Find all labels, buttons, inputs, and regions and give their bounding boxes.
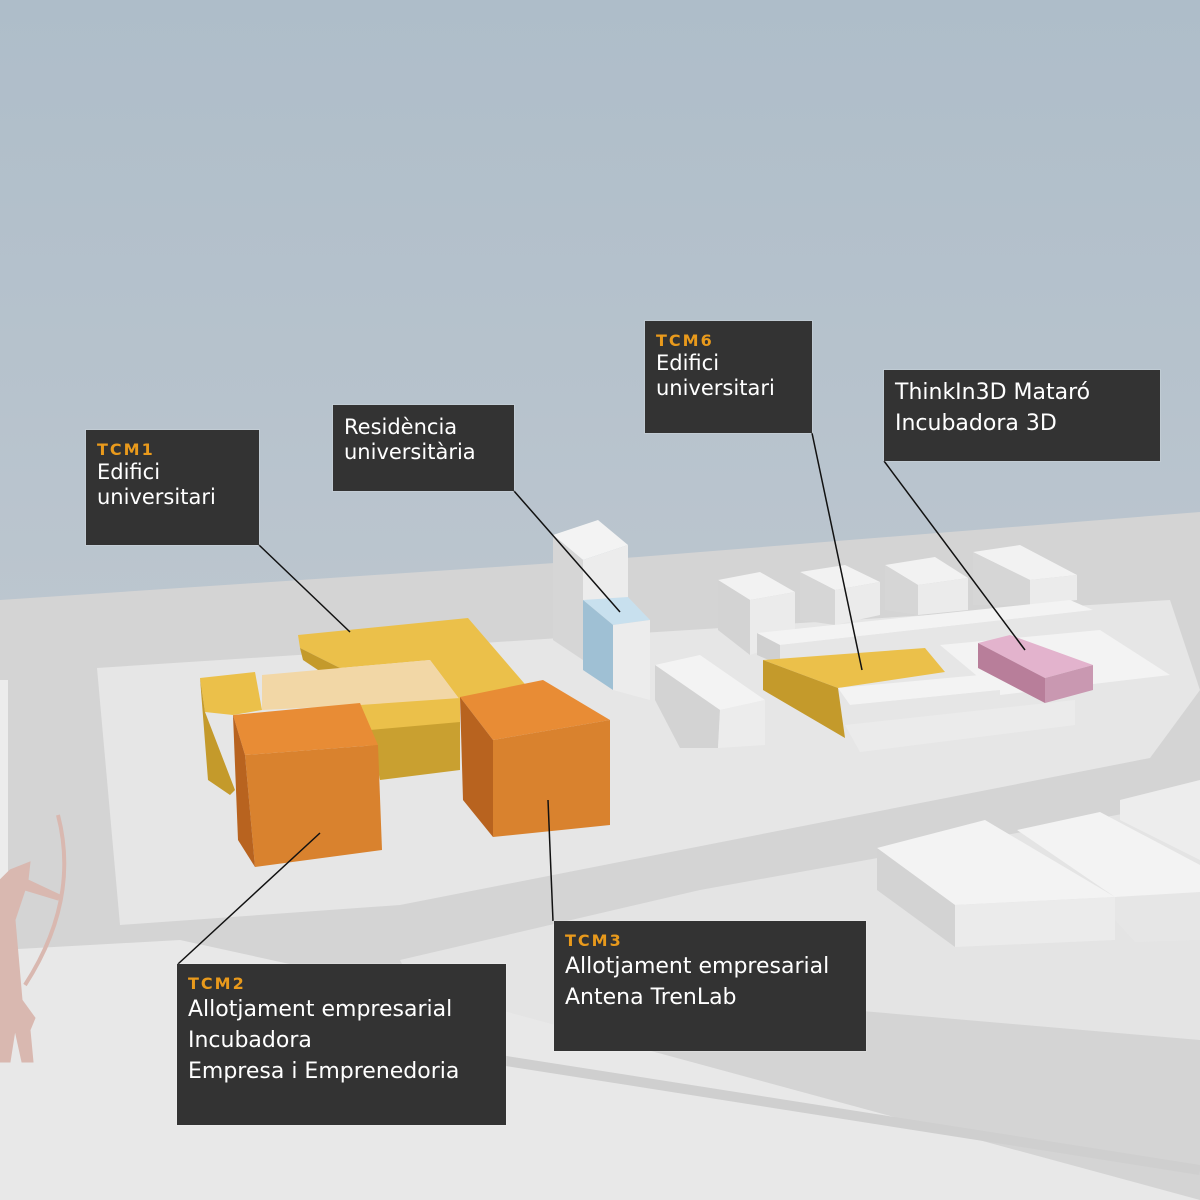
label-line: Edifici: [97, 460, 161, 484]
label-line: universitari: [97, 485, 216, 509]
label-line: Edifici: [656, 351, 720, 375]
label-line: universitari: [656, 376, 775, 400]
label-tcm3: TCM3 Allotjament empresarial Antena Tren…: [554, 921, 866, 1051]
label-line: Allotjament empresarial: [565, 954, 830, 979]
tcm3-building: [460, 680, 610, 837]
label-line: Incubadora: [188, 1028, 312, 1053]
sculpture-silhouette: [0, 814, 67, 1063]
label-residencia: Residència universitària: [333, 405, 514, 491]
label-code: TCM2: [188, 974, 246, 993]
label-line: Empresa i Emprenedoria: [188, 1059, 460, 1084]
residencia-building: [553, 520, 765, 748]
label-thinkin3d: ThinkIn3D Mataró Incubadora 3D: [884, 370, 1160, 461]
label-line: Residència: [344, 415, 458, 439]
label-tcm2: TCM2 Allotjament empresarial Incubadora …: [177, 964, 506, 1125]
label-tcm6: TCM6 Edifici universitari: [645, 321, 812, 433]
label-tcm1: TCM1 Edifici universitari: [86, 430, 259, 545]
label-line: Antena TrenLab: [565, 985, 737, 1010]
road: [499, 1055, 1200, 1175]
label-line: ThinkIn3D Mataró: [895, 380, 1091, 405]
label-line: Incubadora 3D: [895, 411, 1057, 436]
label-code: TCM1: [97, 440, 155, 459]
label-code: TCM3: [565, 931, 623, 950]
tcm6-building: [763, 648, 945, 688]
thinkin3d-building: [978, 635, 1093, 678]
lower-right-buildings: [877, 780, 1200, 947]
label-line: universitària: [344, 440, 476, 464]
label-code: TCM6: [656, 331, 714, 350]
label-line: Allotjament empresarial: [188, 997, 453, 1022]
tcm2-building: [233, 703, 382, 867]
leader-lines: [177, 432, 1026, 965]
